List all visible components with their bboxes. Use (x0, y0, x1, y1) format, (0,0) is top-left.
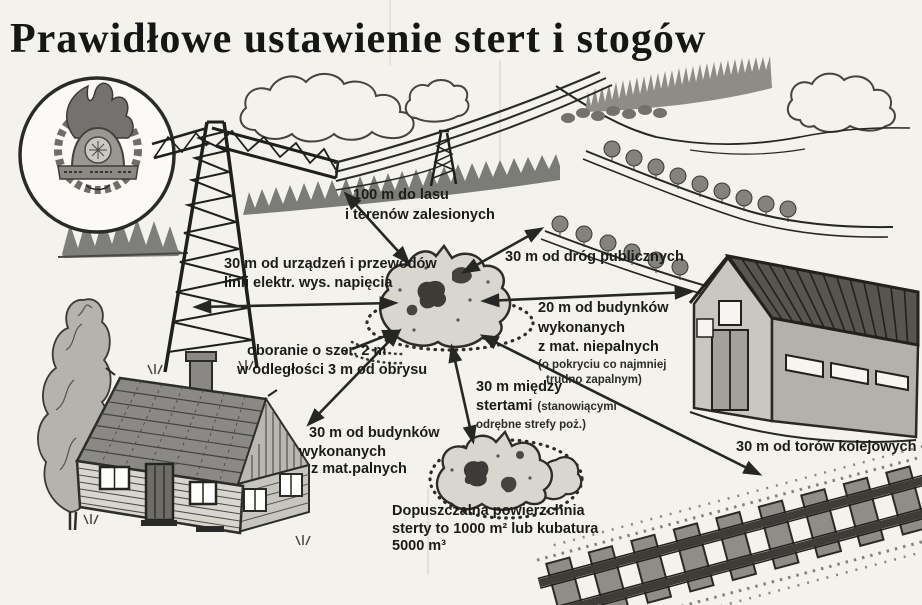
wooden-house-icon (75, 351, 311, 535)
svg-text:100 m do lasu: 100 m do lasu (353, 187, 449, 203)
house-door (144, 462, 175, 522)
distance-labels: 100 m do lasu i terenów zalesionych 30 m… (224, 187, 916, 554)
barn-window (785, 353, 824, 379)
power-lines-wires (333, 70, 613, 191)
arrow-power-lines (192, 296, 399, 314)
svg-text:linii elektr. wys. napięcia: linii elektr. wys. napięcia (224, 275, 393, 291)
svg-text:30 m od urządzeń i przewodów: 30 m od urządzeń i przewodów (224, 256, 437, 272)
svg-text:oboranie o szer. 2 m: oboranie o szer. 2 m (247, 343, 386, 359)
roadside-trees-icon (603, 140, 797, 222)
arrow-flammable-buildings (306, 328, 402, 427)
label-nonflammable-buildings: 20 m od budynków wykonanych z mat. niepa… (537, 300, 669, 386)
svg-text:30 m od budynków: 30 m od budynków (309, 425, 440, 441)
flame-icon (66, 82, 134, 139)
svg-text:wykonanych: wykonanych (298, 444, 386, 460)
bush-row-icon (561, 105, 667, 123)
svg-text:(o pokryciu co najmniej: (o pokryciu co najmniej (538, 359, 666, 371)
haystack-main-icon (344, 243, 535, 365)
svg-text:Dopuszczalna powierzchnia: Dopuszczalna powierzchnia (392, 503, 585, 519)
barn-roof (724, 253, 920, 347)
arrow-public-roads (460, 227, 545, 274)
barn-window (718, 300, 742, 326)
page-title: Prawidłowe ustawienie stert i stogów (10, 16, 706, 62)
railway-tracks-icon (536, 443, 922, 605)
forest-ridge-icon (243, 154, 560, 215)
svg-text:z mat.palnych: z mat.palnych (311, 461, 407, 477)
svg-text:stertami(stanowiącymi: stertami(stanowiącymi (476, 398, 617, 414)
distance-arrows (192, 191, 763, 476)
railway-rails (537, 465, 922, 605)
barn-icon (688, 253, 920, 443)
arrow-forest (343, 191, 411, 265)
svg-text:z mat. niepalnych: z mat. niepalnych (538, 339, 659, 355)
svg-text:5000 m³: 5000 m³ (392, 538, 446, 554)
tree-lined-road-upper (582, 140, 894, 238)
plow-furrow-dots (344, 340, 404, 365)
svg-text:w odległości 3 m od obrysu: w odległości 3 m od obrysu (236, 362, 427, 378)
conifer-row-icon (57, 217, 189, 258)
label-between-stacks: 30 m między stertami(stanowiącymi odrębn… (476, 379, 617, 431)
svg-text:wykonanych: wykonanych (537, 320, 625, 336)
label-power-lines: 30 m od urządzeń i przewodów linii elekt… (224, 256, 437, 291)
hilltop-forest-icon (585, 56, 772, 112)
svg-text:30 m między: 30 m między (476, 379, 562, 395)
roadside-trees-icon (551, 215, 689, 280)
barn-window (875, 369, 909, 392)
svg-text:30 m od dróg publicznych: 30 m od dróg publicznych (505, 249, 684, 265)
label-flammable-buildings: 30 m od budynków wykonanych z mat.palnyc… (298, 425, 440, 477)
barn-window (830, 361, 869, 386)
power-pylon-small-icon (429, 129, 458, 187)
arrow-between-stacks (448, 343, 477, 445)
svg-text:trudno zapalnym): trudno zapalnym) (546, 374, 642, 386)
svg-text:sterty to 1000 m² lub kubatura: sterty to 1000 m² lub kubatura (392, 521, 599, 537)
svg-text:20 m od budynków: 20 m od budynków (538, 300, 669, 316)
svg-text:odrębne strefy poż.): odrębne strefy poż.) (476, 419, 586, 431)
fire-brigade-emblem-icon (18, 76, 176, 234)
label-railway: 30 m od torów kolejowych (736, 439, 916, 455)
power-pylon-icon (151, 120, 340, 373)
label-public-roads: 30 m od dróg publicznych (505, 249, 684, 265)
arrow-nonflammable-buildings (480, 285, 694, 308)
arrow-railway (479, 334, 763, 476)
label-forest: 100 m do lasu i terenów zalesionych (345, 187, 495, 223)
label-plowing: oboranie o szer. 2 m w odległości 3 m od… (236, 343, 427, 378)
svg-text:i terenów zalesionych: i terenów zalesionych (345, 207, 495, 223)
haystack-pair-icon (428, 429, 584, 520)
label-stack-limits: Dopuszczalna powierzchnia sterty to 1000… (392, 503, 599, 554)
barn-window (696, 318, 714, 338)
svg-text:30 m od torów kolejowych: 30 m od torów kolejowych (736, 439, 916, 455)
hills (555, 56, 911, 155)
